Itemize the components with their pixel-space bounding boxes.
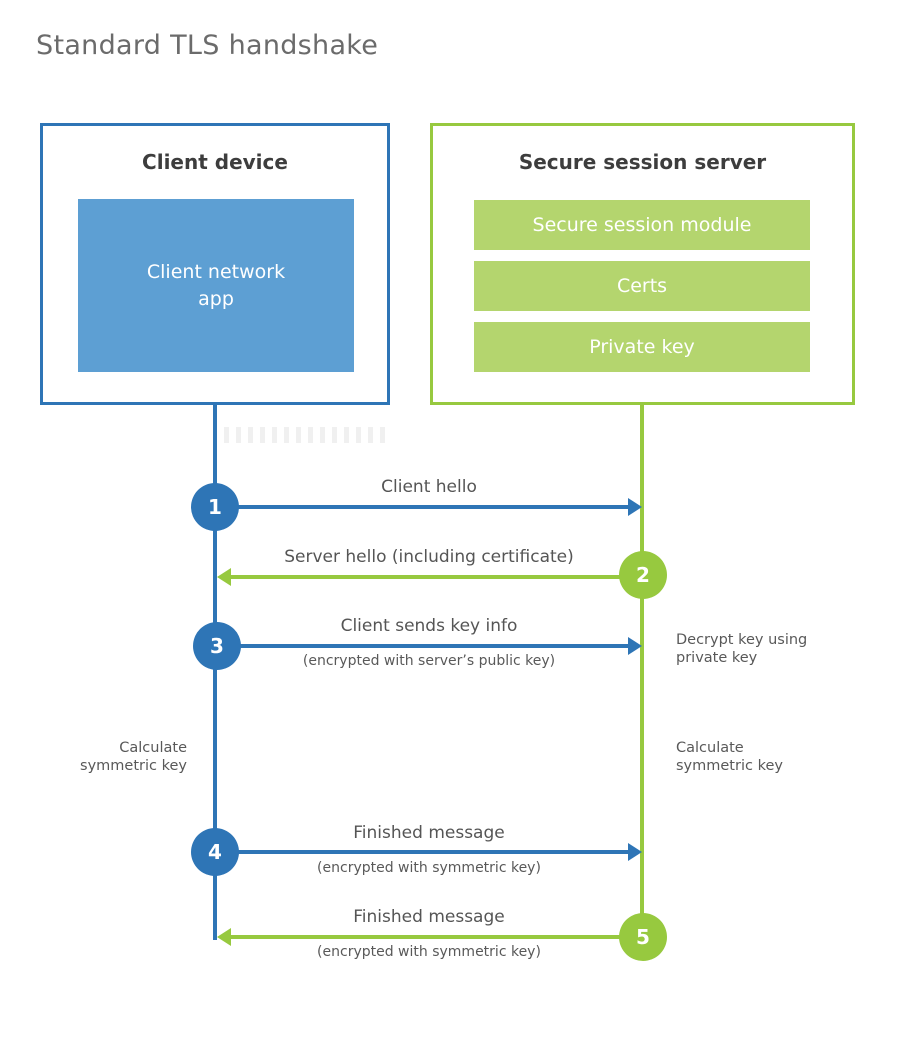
client-device-title: Client device — [142, 150, 288, 174]
message-sublabel-3: (encrypted with server’s public key) — [302, 653, 556, 669]
client-device-box: Client device Client network app — [40, 123, 390, 405]
client-network-app-label: Client network app — [146, 260, 286, 310]
arrow-finished-client — [215, 843, 642, 861]
note-calculate-symmetric-left: Calculate symmetric key — [80, 740, 187, 774]
arrow-server-hello — [217, 568, 643, 586]
server-module-certs: Certs — [474, 261, 810, 311]
arrow-client-key-info — [217, 637, 642, 655]
ghost-dash-artifact — [224, 427, 386, 443]
step-circle-4: 4 — [191, 828, 239, 876]
page-title: Standard TLS handshake — [36, 30, 379, 61]
message-sublabel-5: (encrypted with symmetric key) — [317, 944, 541, 960]
message-label-2: Server hello (including certificate) — [284, 547, 574, 567]
server-title: Secure session server — [518, 150, 767, 174]
arrow-finished-server — [217, 928, 643, 946]
client-network-app-box: Client network app — [78, 199, 354, 372]
step-circle-1: 1 — [191, 483, 239, 531]
server-lifeline — [640, 404, 644, 937]
server-module-private-key: Private key — [474, 322, 810, 372]
server-box: Secure session server Secure session mod… — [430, 123, 855, 405]
message-label-4: Finished message — [353, 823, 505, 843]
client-lifeline — [213, 404, 217, 940]
server-module-secure-session: Secure session module — [474, 200, 810, 250]
message-label-3: Client sends key info — [340, 616, 518, 636]
step-circle-2: 2 — [619, 551, 667, 599]
note-decrypt-key: Decrypt key using private key — [676, 632, 808, 666]
note-calculate-symmetric-right: Calculate symmetric key — [676, 740, 783, 774]
message-label-1: Client hello — [381, 477, 477, 497]
arrow-client-hello — [215, 498, 642, 516]
message-sublabel-4: (encrypted with symmetric key) — [317, 860, 541, 876]
step-circle-3: 3 — [193, 622, 241, 670]
step-circle-5: 5 — [619, 913, 667, 961]
message-label-5: Finished message — [353, 907, 505, 927]
